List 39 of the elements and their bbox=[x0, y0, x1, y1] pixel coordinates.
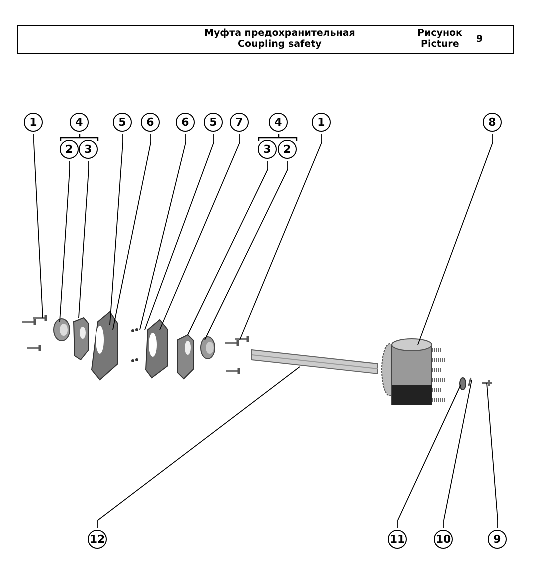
leader-line bbox=[98, 366, 300, 529]
callout-number: 4 bbox=[269, 113, 288, 132]
leader-line bbox=[160, 134, 240, 330]
callout-number: 2 bbox=[278, 140, 297, 159]
callout-number: 4 bbox=[70, 113, 89, 132]
leader-line bbox=[78, 161, 90, 318]
leader-line bbox=[398, 384, 462, 529]
title-block-text: Picture bbox=[421, 40, 460, 50]
leader-line bbox=[60, 161, 70, 322]
callout-number: 5 bbox=[113, 113, 132, 132]
leader-line bbox=[140, 134, 186, 330]
title-block-text: Муфта предохранительная bbox=[204, 29, 356, 38]
callout-number: 11 bbox=[388, 530, 407, 549]
leader-line bbox=[204, 161, 288, 340]
callout-number: 1 bbox=[312, 113, 331, 132]
callout-number: 3 bbox=[79, 140, 98, 159]
leader-line bbox=[240, 134, 322, 340]
callout-number: 6 bbox=[176, 113, 195, 132]
callout-number: 2 bbox=[60, 140, 79, 159]
leader-line bbox=[444, 380, 472, 529]
title-block-text: 9 bbox=[476, 35, 484, 44]
callout-number: 7 bbox=[230, 113, 249, 132]
leader-line bbox=[188, 161, 268, 336]
callout-number: 8 bbox=[483, 113, 502, 132]
leader-line bbox=[486, 382, 498, 529]
leader-line bbox=[418, 134, 494, 346]
callout-number: 6 bbox=[141, 113, 160, 132]
leader-line bbox=[112, 134, 152, 330]
leader-line bbox=[34, 134, 44, 318]
callout-number: 1 bbox=[24, 113, 43, 132]
leader-line bbox=[144, 134, 214, 330]
callout-number: 12 bbox=[88, 530, 107, 549]
leader-line bbox=[110, 134, 124, 326]
callout-number: 5 bbox=[204, 113, 223, 132]
callout-number: 10 bbox=[434, 530, 453, 549]
callout-number: 9 bbox=[488, 530, 507, 549]
title-block-text: Coupling safety bbox=[238, 40, 322, 50]
title-block-text: Рисунок bbox=[418, 29, 462, 38]
callout-number: 3 bbox=[258, 140, 277, 159]
